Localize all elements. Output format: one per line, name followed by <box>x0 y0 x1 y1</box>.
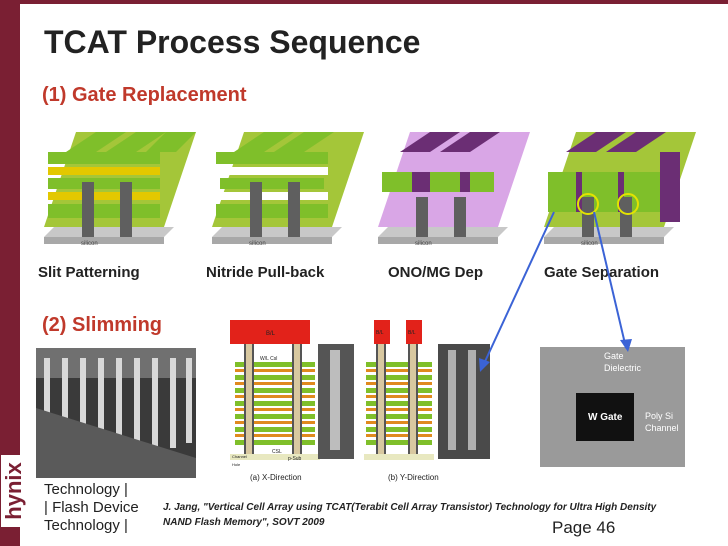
section-gate-replacement-heading: (1) Gate Replacement <box>42 84 247 106</box>
sem-image-cross-section <box>36 348 196 478</box>
footer-line-2: | Flash Device <box>44 499 139 516</box>
x-channel-label: Channel <box>232 454 247 459</box>
x-psub-label: p-Sub <box>288 456 302 462</box>
sem-image-gate-zoom: W Gate Gate Dielectric Poly Si Channel <box>540 347 685 467</box>
x-direction-caption: (a) X-Direction <box>250 473 302 482</box>
slit-patterning-block <box>44 132 196 244</box>
block-1-label: silicon <box>81 241 98 247</box>
w-gate-label: W Gate <box>588 412 623 423</box>
nitride-pullback-block <box>212 132 364 244</box>
gate-replacement-schematics: silicon silicon silicon silicon <box>44 132 696 247</box>
step-slit-patterning: Slit Patterning <box>38 264 140 281</box>
hynix-logo: hynix <box>1 455 27 527</box>
citation: J. Jang, "Vertical Cell Array using TCAT… <box>163 502 657 528</box>
step-gate-separation: Gate Separation <box>544 264 660 281</box>
footer-line-3: Technology | <box>44 517 128 534</box>
x-wl-label: W/L Csl <box>260 356 277 362</box>
x-csl-label: CSL <box>272 449 282 455</box>
footer-text: Technology | | Flash Device Technology | <box>44 481 139 535</box>
x-direction-diagram: B/L W/L Csl CSL p-Sub Channel Hole (a) X… <box>230 320 354 482</box>
y-bl-label-2: B/L <box>408 330 416 336</box>
slide-title: TCAT Process Sequence <box>44 24 421 60</box>
y-bl-label-1: B/L <box>376 330 384 336</box>
page-number: Page 46 <box>552 518 616 537</box>
gate-dielectric-label-2: Dielectric <box>604 363 642 373</box>
section-slimming-heading: (2) Slimming <box>42 314 163 336</box>
poly-si-label-1: Poly Si <box>645 411 673 421</box>
gate-separation-block <box>544 132 696 244</box>
block-4-label: silicon <box>581 241 598 247</box>
step-ono-mg-dep: ONO/MG Dep <box>388 264 484 281</box>
gate-dielectric-label-1: Gate <box>604 351 624 361</box>
step-nitride-pullback: Nitride Pull-back <box>206 264 325 281</box>
block-3-label: silicon <box>415 241 432 247</box>
arrows <box>479 211 632 372</box>
y-direction-caption: (b) Y-Direction <box>388 473 439 482</box>
footer-line-1: Technology | <box>44 481 128 498</box>
side-accent-bar <box>0 0 20 546</box>
x-bl-label: B/L <box>266 331 276 337</box>
top-accent-bar <box>0 0 728 4</box>
poly-si-label-2: Channel <box>645 423 679 433</box>
ono-mg-dep-block <box>378 132 530 244</box>
block-2-label: silicon <box>249 241 266 247</box>
x-hole-label: Hole <box>232 462 241 467</box>
